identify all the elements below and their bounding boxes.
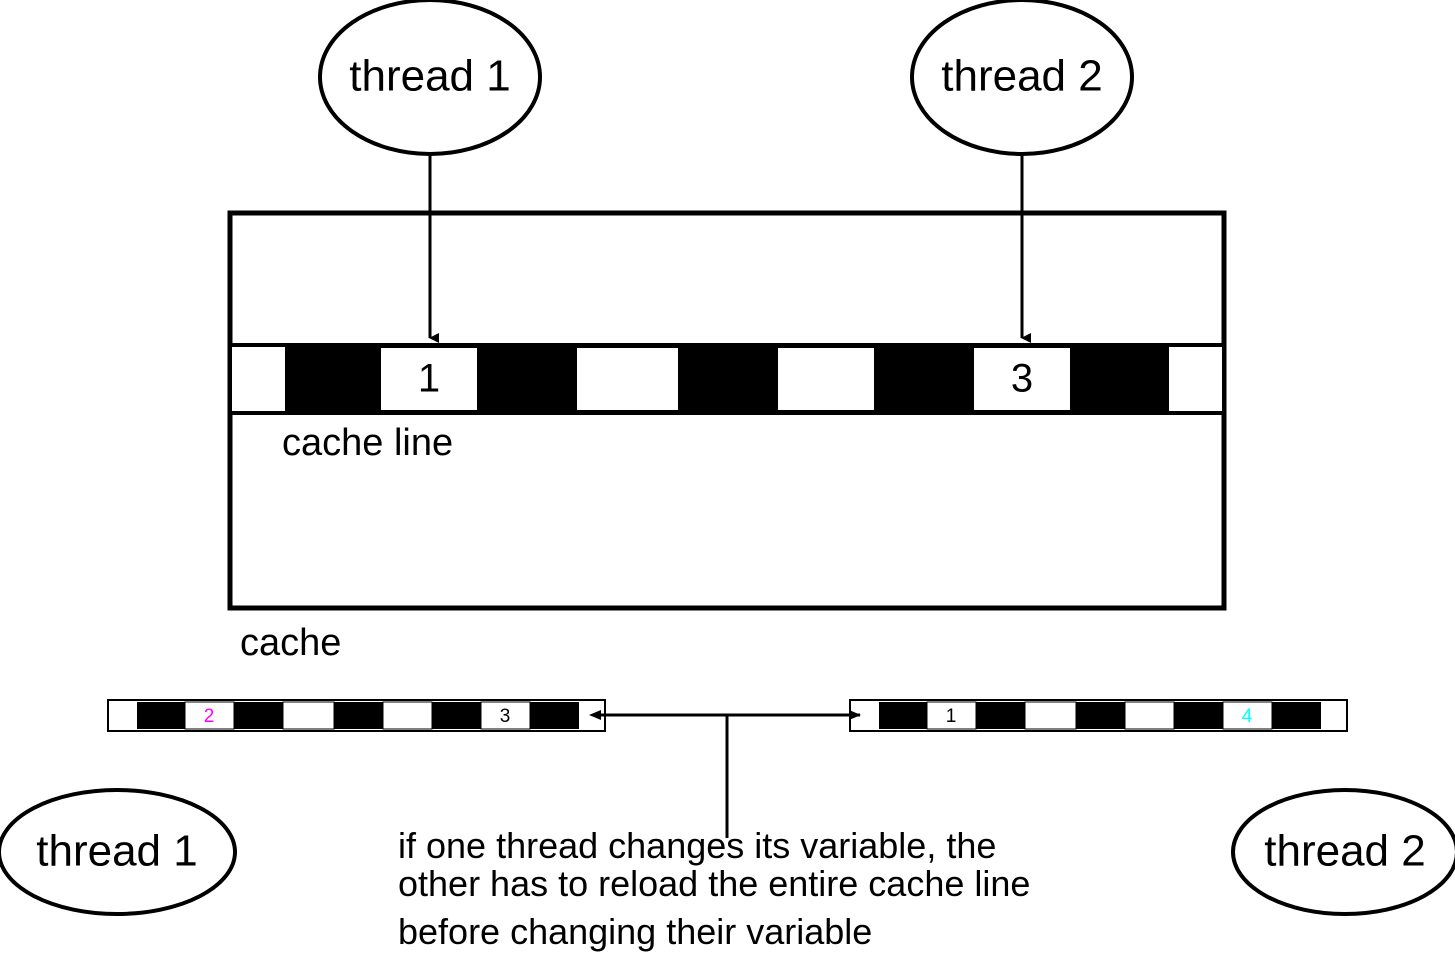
cache-line-cell — [379, 346, 479, 412]
cache-line-cell — [875, 347, 973, 411]
cache-line-cell-value-thread1: 1 — [418, 357, 440, 401]
thread-1-bottom-label: thread 1 — [36, 827, 197, 876]
cache-line-cell — [575, 346, 680, 412]
bar-cell — [234, 702, 283, 729]
thread-2-bottom-ellipse — [1231, 788, 1455, 916]
caption-line-1: if one thread changes its variable, the — [398, 825, 996, 866]
thread-1-bar-value-2: 2 — [204, 706, 215, 727]
cache-line-cell — [776, 346, 876, 412]
bar-cell — [382, 701, 433, 730]
cache-line-label: cache line — [282, 422, 453, 464]
bar-cell — [137, 702, 185, 729]
bar-cell — [1024, 701, 1077, 730]
bar-cell — [879, 702, 927, 729]
cache-line-cell — [285, 347, 380, 411]
cache-label: cache — [240, 622, 341, 664]
cache-line-cell — [679, 347, 777, 411]
bar-cell — [976, 702, 1025, 729]
caption-line-2: other has to reload the entire cache lin… — [398, 863, 1030, 904]
thread-2-top-ellipse-group: thread 2 — [910, 0, 1134, 156]
bar-cell — [282, 701, 335, 730]
thread-2-bar-value-4: 4 — [1242, 706, 1253, 727]
bar-cell — [1222, 701, 1273, 730]
cache-line-row: 1 3 — [228, 343, 1226, 415]
cache-line-cell — [232, 347, 285, 411]
thread-1-bar-value-3: 3 — [500, 706, 511, 727]
thread-1-bottom-ellipse-group: thread 1 — [0, 788, 237, 916]
cache-line-cell — [1169, 347, 1222, 411]
bar-cell — [579, 702, 603, 729]
bar-cell — [1174, 702, 1223, 729]
thread-2-bottom-ellipse-group: thread 2 — [1231, 788, 1455, 916]
bar-cell — [1124, 701, 1175, 730]
thread-1-top-label: thread 1 — [349, 52, 510, 101]
bar-cell — [1321, 702, 1345, 729]
bar-cell — [110, 702, 137, 729]
bar-cell — [1272, 702, 1321, 729]
bar-cell — [432, 702, 481, 729]
thread-2-bottom-label: thread 2 — [1264, 827, 1425, 876]
thread-1-top-ellipse-group: thread 1 — [318, 0, 542, 156]
bar-cell — [1076, 702, 1125, 729]
thread-1-cache-line-copy: 2 3 — [107, 699, 606, 732]
thread-2-cache-line-copy: 1 4 — [849, 699, 1348, 732]
caption-line-3: before changing their variable — [398, 911, 872, 952]
thread-2-bar-value-1: 1 — [946, 706, 957, 727]
cache-line-cell — [478, 347, 576, 411]
cache-line-cell — [1071, 347, 1169, 411]
thread-2-top-label: thread 2 — [941, 52, 1102, 101]
thread-1-bottom-ellipse — [0, 788, 237, 916]
bar-cell — [530, 702, 579, 729]
cache-line-cell-value-thread2: 3 — [1011, 357, 1033, 401]
bar-cell — [334, 702, 383, 729]
